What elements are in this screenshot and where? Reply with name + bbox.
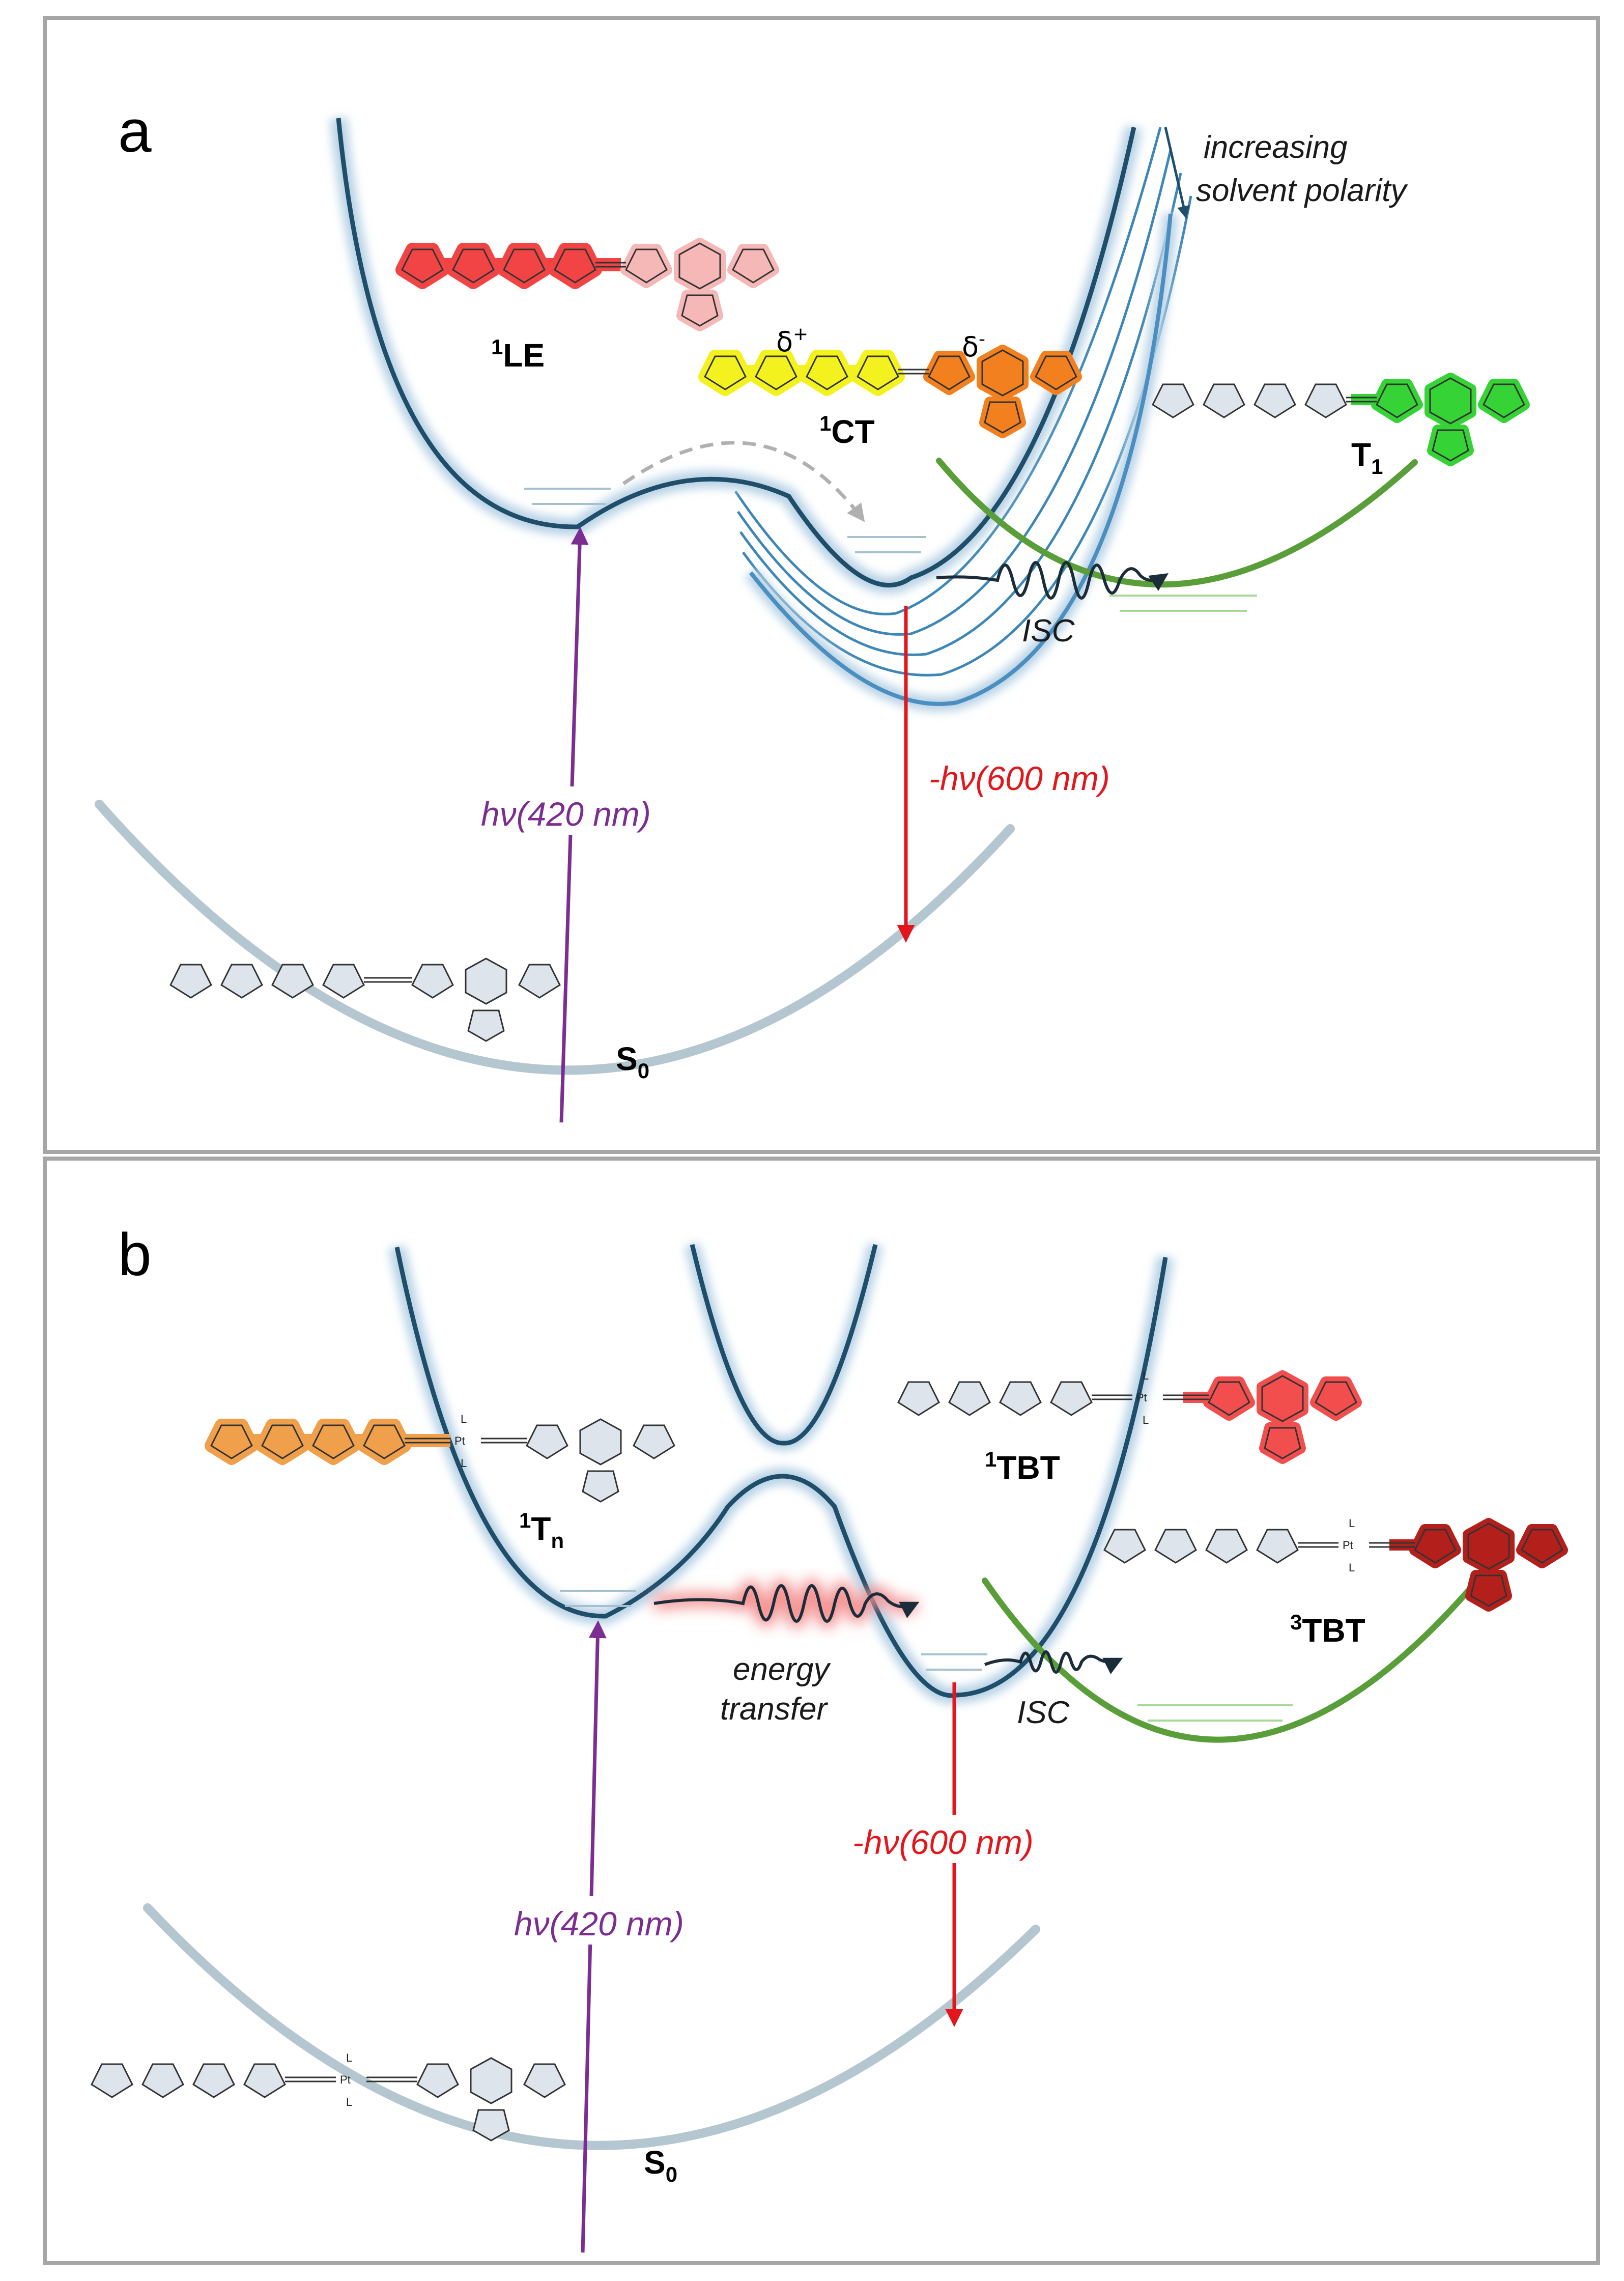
le-to-ct-dashed-arrow: [622, 441, 865, 522]
absorption-label-a: hν(420 nm): [481, 795, 651, 833]
energy-transfer-label-line2: transfer: [720, 1692, 829, 1727]
s0-molecule-b: Pt L L: [91, 2051, 566, 2142]
excited-curve-b: [394, 1247, 1168, 1698]
tbt1-label: 1TBT: [985, 1447, 1060, 1486]
panel-a-frame: [43, 16, 1600, 1154]
tbt3-ligand-bottom: L: [1349, 1561, 1355, 1574]
upper-crossing-curve: [690, 1244, 878, 1446]
tbt1-pt-atom: Pt: [1136, 1391, 1147, 1404]
tn-pt-atom: Pt: [454, 1434, 465, 1447]
ct-label: 1CT: [819, 411, 875, 450]
tbt1-ligand-bottom: L: [1143, 1414, 1149, 1426]
emission-label-a: -hν(600 nm): [929, 759, 1110, 797]
t1-molecule: [1152, 373, 1530, 466]
polarity-arrow: [1164, 127, 1190, 219]
tbt3-label: 3TBT: [1290, 1610, 1365, 1649]
s0b-ligand-top: L: [346, 2051, 352, 2064]
tn-ligand-top: L: [461, 1413, 467, 1425]
t1-label: T1: [1351, 436, 1383, 478]
tbt3-pt-atom: Pt: [1343, 1539, 1353, 1552]
t1-vibrational-levels: [1109, 595, 1257, 612]
panel-a: a increasing: [43, 16, 1600, 1154]
polarity-label-line1: increasing: [1204, 130, 1348, 165]
excited-curve-a: [336, 118, 1136, 588]
tbt3-ligand-top: L: [1349, 1517, 1355, 1530]
absorption-label-bg-b: [509, 1896, 728, 1945]
tn-ligand-bottom: L: [461, 1457, 467, 1470]
tbt1-molecule: Pt L L: [897, 1369, 1362, 1464]
le-acceptor-highlight: [620, 238, 779, 331]
vibrational-levels-b: [560, 1590, 987, 1671]
tbt3-vibrational-levels: [1137, 1704, 1293, 1722]
panel-b-letter: b: [118, 1221, 152, 1288]
s0-ground-curve-b: [143, 1903, 1040, 2150]
panel-b-frame: [43, 1157, 1600, 2265]
absorption-label-bg-a: [476, 786, 690, 835]
s0b-ligand-bottom: L: [346, 2096, 352, 2108]
s0b-pt-atom: Pt: [340, 2073, 351, 2086]
emission-label-b: -hν(600 nm): [852, 1823, 1034, 1861]
energy-transfer-label-line1: energy: [733, 1652, 832, 1687]
lowest-ct-curve: [749, 213, 1173, 706]
delta-plus: δ+: [776, 324, 808, 358]
le-label: 1LE: [491, 335, 545, 374]
isc-label-a: ISC: [1022, 613, 1075, 649]
t1-highlight: [1351, 373, 1530, 466]
tn-label: 1Tn: [519, 1508, 564, 1553]
emission-label-bg-a: [924, 751, 1148, 799]
isc-wave-a: [936, 561, 1169, 600]
panel-b: b energy transfer ISC hν: [43, 1157, 1600, 2265]
s0-molecule-a: [169, 958, 561, 1042]
absorption-label-b: hν(420 nm): [514, 1905, 684, 1942]
delta-minus: δ-: [962, 329, 985, 363]
polarity-label-line2: solvent polarity: [1196, 173, 1409, 208]
ct-acceptor-highlight: [923, 345, 1082, 438]
tbt3-molecule: Pt L L: [1103, 1517, 1568, 1612]
energy-transfer-wave: [653, 1584, 920, 1623]
isc-label-b: ISC: [1017, 1695, 1070, 1730]
tbt3-highlight: [1389, 1518, 1568, 1612]
vibrational-levels-a: [524, 488, 926, 553]
emission-label-bg-b: [847, 1815, 1071, 1863]
s0-ground-curve: [95, 800, 1015, 1075]
isc-wave-b: [984, 1650, 1123, 1674]
tn-molecule: Pt L L: [205, 1413, 675, 1503]
le-molecule: [395, 238, 779, 331]
tbt1-highlight: [1183, 1370, 1362, 1464]
panel-a-letter: a: [118, 98, 152, 165]
s0-label-a: S0: [616, 1040, 649, 1083]
ct-molecule: [698, 345, 1082, 438]
tbt1-ligand-top: L: [1143, 1369, 1149, 1382]
s0-label-b: S0: [644, 2144, 677, 2186]
